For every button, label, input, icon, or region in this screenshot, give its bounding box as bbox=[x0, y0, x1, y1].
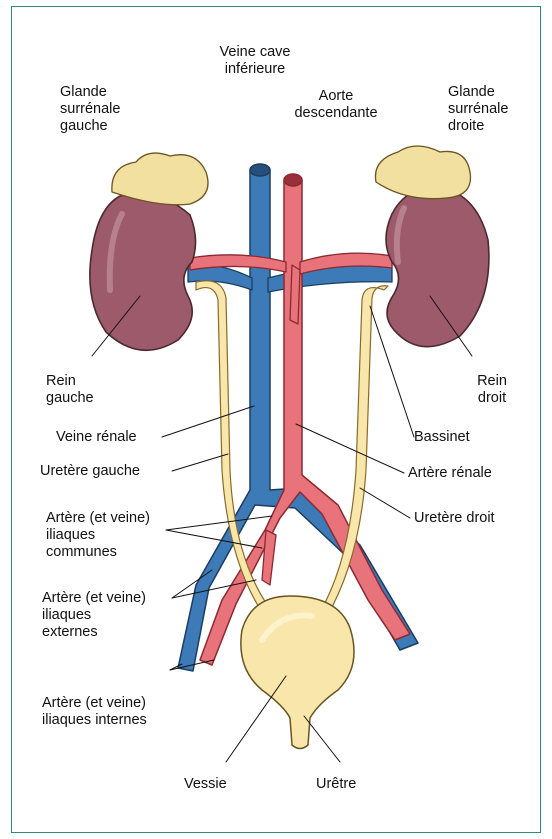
label-iliaques-internes: Artère (et veine) iliaques internes bbox=[42, 695, 192, 729]
label-uretere-gauche: Uretère gauche bbox=[40, 463, 176, 480]
left-adrenal-gland bbox=[112, 153, 208, 205]
label-surrenale-droite: Glande surrénale droite bbox=[448, 84, 544, 135]
left-kidney bbox=[90, 194, 196, 350]
label-vessie: Vessie bbox=[184, 776, 264, 793]
aorta bbox=[200, 174, 410, 665]
label-rein-gauche: Rein gauche bbox=[46, 373, 126, 407]
right-adrenal-gland bbox=[375, 146, 470, 199]
label-surrenale-gauche: Glande surrénale gauche bbox=[60, 84, 170, 135]
label-aorte: Aorte descendante bbox=[276, 88, 396, 122]
label-artere-renale: Artère rénale bbox=[408, 465, 518, 482]
label-uretre: Urêtre bbox=[316, 776, 396, 793]
label-iliaques-externes: Artère (et veine) iliaques externes bbox=[42, 590, 182, 641]
label-uretere-droit: Uretère droit bbox=[414, 510, 534, 527]
right-kidney bbox=[386, 186, 489, 347]
label-veine-cave: Veine cave inférieure bbox=[184, 44, 326, 78]
label-veine-renale: Veine rénale bbox=[56, 429, 166, 446]
label-bassinet: Bassinet bbox=[414, 429, 514, 446]
label-iliaques-communes: Artère (et veine) iliaques communes bbox=[46, 510, 186, 561]
label-rein-droit: Rein droit bbox=[462, 373, 522, 407]
bladder bbox=[241, 596, 354, 749]
